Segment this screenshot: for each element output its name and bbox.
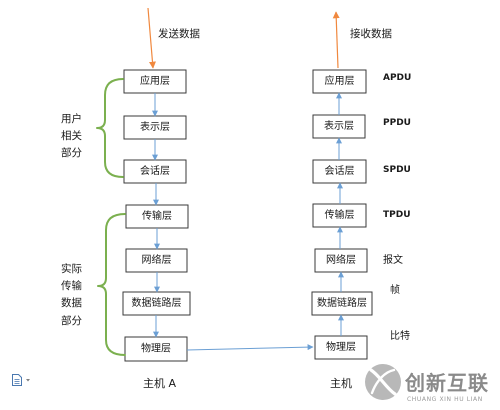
- user-related-brace: [96, 78, 124, 178]
- watermark-name: 创新互联: [404, 371, 489, 395]
- host-a-layer-network: 网络层: [125, 248, 188, 273]
- host-b-layer-network: 网络层: [314, 248, 368, 273]
- layer-label: 传输层: [142, 209, 172, 222]
- layer-label: 表示层: [140, 120, 170, 133]
- host-b-layer-presentation: 表示层: [312, 114, 366, 139]
- layer-label: 数据链路层: [317, 296, 367, 309]
- host-a-label: 主机 A: [143, 376, 176, 390]
- host-a-layer-presentation: 表示层: [123, 115, 187, 140]
- layer-label: 会话层: [325, 164, 355, 177]
- send-data-arrow: [147, 7, 156, 69]
- data-transport-label: 实际 传输 数据 部分: [61, 262, 82, 327]
- data-transport-brace: [97, 213, 126, 356]
- host-b-layer-application: 应用层: [312, 69, 367, 94]
- group-label-line: 部分: [61, 314, 82, 327]
- host-a-layer-data-link: 数据链路层: [122, 291, 191, 316]
- layer-label: 网络层: [142, 253, 172, 266]
- pdu-label-apdu: APDU: [383, 73, 411, 83]
- layer-label: 网络层: [326, 253, 356, 266]
- group-label-line: 传输: [61, 279, 82, 292]
- receive-data-label: 接收数据: [350, 27, 392, 40]
- pdu-label-message: 报文: [383, 253, 403, 266]
- chevron-down-icon: [26, 379, 30, 382]
- watermark-pinyin: CHUANG XIN HU LIAN: [407, 396, 483, 403]
- document-icon: [12, 374, 22, 386]
- layer-label: 数据链路层: [132, 296, 182, 309]
- host-a-layer-application: 应用层: [123, 69, 187, 94]
- send-data-label: 发送数据: [158, 27, 200, 40]
- layer-label: 传输层: [325, 208, 355, 221]
- pdu-label-ppdu: PPDU: [383, 118, 411, 128]
- receive-data-arrow: [332, 11, 340, 69]
- logo-icon: [365, 364, 401, 400]
- layer-label: 应用层: [325, 74, 355, 87]
- host-a-layer-physical: 物理层: [124, 336, 188, 362]
- host-a-layer-transport: 传输层: [125, 204, 189, 229]
- watermark-logo: 创新互联 CHUANG XIN HU LIAN: [365, 364, 489, 403]
- host-a-layer-session: 会话层: [123, 159, 187, 184]
- host-b-stack: 应用层 表示层 会话层 传输层 网络层 数据链路层 物理层: [311, 69, 373, 360]
- pdu-labels: APDU PPDU SPDU TPDU 报文 帧 比特: [383, 73, 411, 342]
- user-related-label: 用户 相关 部分: [61, 112, 82, 159]
- host-a-stack: 应用层 表示层 会话层 传输层 网络层 数据链路层 物理层: [122, 69, 191, 362]
- physical-link-arrow: [186, 344, 314, 351]
- group-label-line: 用户: [61, 112, 82, 125]
- layer-label: 物理层: [141, 342, 171, 355]
- host-b-layer-physical: 物理层: [314, 335, 368, 360]
- layer-label: 物理层: [326, 340, 356, 353]
- group-label-line: 部分: [61, 146, 82, 159]
- pdu-label-frame: 帧: [390, 283, 400, 296]
- host-b-layer-transport: 传输层: [312, 203, 367, 228]
- host-b-layer-data-link: 数据链路层: [311, 291, 373, 316]
- group-label-line: 相关: [61, 129, 82, 142]
- pdu-label-bit: 比特: [390, 330, 410, 342]
- layer-label: 会话层: [140, 164, 170, 177]
- group-label-line: 实际: [61, 262, 82, 275]
- pdu-label-spdu: SPDU: [383, 165, 411, 175]
- host-b-label: 主机: [330, 376, 352, 390]
- pdu-label-tpdu: TPDU: [383, 210, 411, 220]
- paste-options-button[interactable]: [12, 374, 31, 386]
- layer-label: 表示层: [324, 119, 354, 132]
- host-b-layer-session: 会话层: [312, 159, 367, 184]
- group-label-line: 数据: [61, 296, 82, 309]
- layer-label: 应用层: [140, 74, 170, 87]
